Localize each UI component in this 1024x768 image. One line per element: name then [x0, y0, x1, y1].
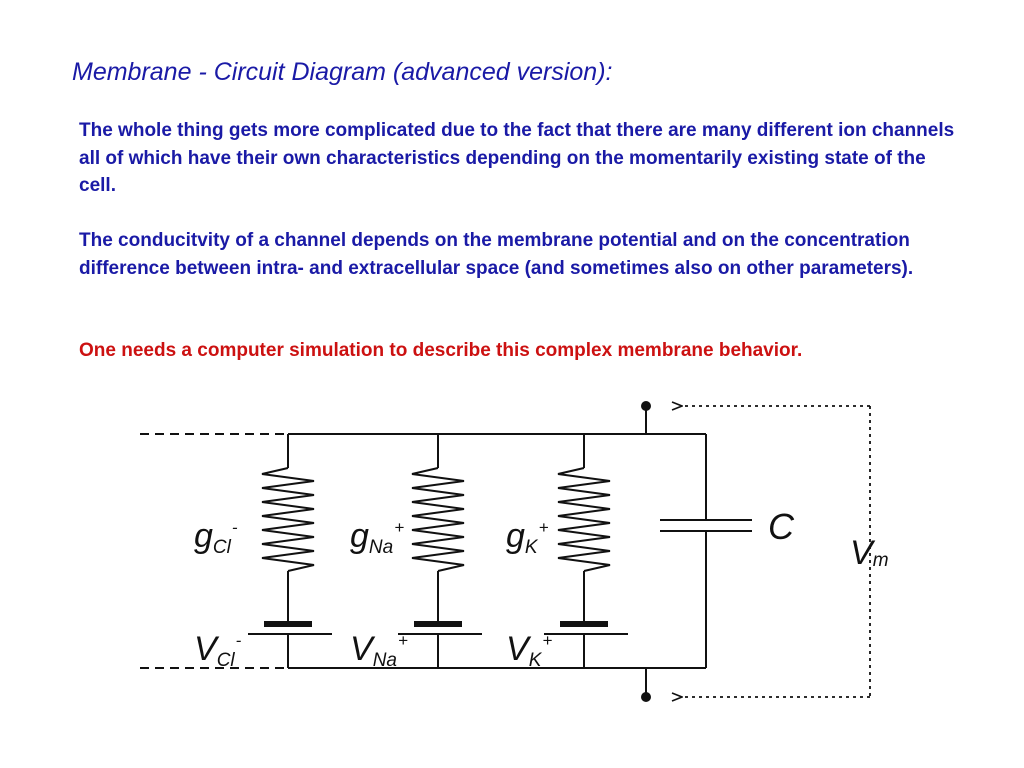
resistor-na [411, 467, 465, 572]
capacitor-branch [660, 434, 752, 668]
resistor-k [557, 467, 611, 572]
label-g-na: gNa+ [350, 517, 404, 558]
paragraph-conductivity: The conducitvity of a channel depends on… [79, 230, 914, 279]
bottom-terminal-node [641, 692, 651, 702]
paragraph-complications: The whole thing gets more complicated du… [79, 120, 955, 196]
resistor-cl [261, 467, 315, 572]
label-g-cl: gCl- [194, 517, 238, 558]
branch-k [544, 434, 628, 668]
label-v-k: VK+ [506, 630, 552, 671]
paragraph-simulation: One needs a computer simulation to descr… [79, 340, 803, 361]
label-v-cl: VCl- [194, 630, 242, 671]
label-v-na: VNa+ [350, 630, 408, 671]
label-capacitance: C [768, 506, 795, 547]
vm-measurement-path [682, 406, 871, 697]
label-vm: Vm [850, 534, 889, 572]
top-terminal-node [641, 401, 651, 411]
label-g-k: gK+ [506, 517, 549, 558]
branch-cl [248, 434, 332, 668]
branch-na [398, 434, 482, 668]
slide-title: Membrane - Circuit Diagram (advanced ver… [72, 58, 613, 86]
